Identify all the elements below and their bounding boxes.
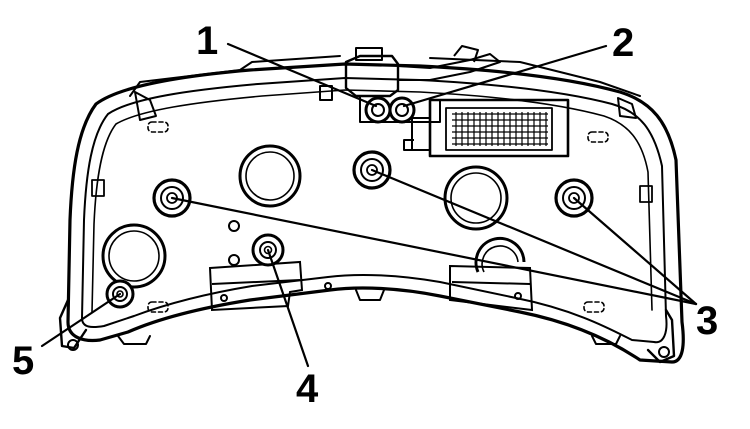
left-side-clip [91, 179, 105, 197]
lower-right-block [449, 264, 534, 312]
wiring-plug-latch [355, 47, 383, 61]
harness-strap [453, 45, 479, 63]
lower-left-block [208, 260, 304, 312]
lower-left-block-screw [220, 294, 228, 302]
bottom-center-tab [355, 289, 385, 301]
housing-left-clip [134, 91, 157, 121]
housing-top-small-clip [319, 85, 333, 101]
slot-mark-lower-right [583, 301, 605, 313]
right-side-clip [639, 185, 653, 203]
left-mount-hole [67, 339, 79, 351]
circuit-connector-tab [403, 139, 414, 151]
leader-line-3-right [572, 196, 698, 306]
housing-bezel-line [91, 89, 653, 313]
small-hole-b [228, 254, 240, 266]
circuit-connector-inner [445, 107, 553, 151]
circuit-connector-pins [452, 112, 548, 146]
small-hole-a [228, 220, 240, 232]
lower-right-block-screw [514, 292, 522, 300]
housing-inner-outline [81, 77, 668, 344]
top-bulb-sockets [364, 96, 416, 124]
callout-4: 4 [296, 367, 319, 411]
housing-top-rim [129, 55, 641, 97]
bottom-left-tab [117, 335, 151, 345]
right-mount-bracket [646, 308, 676, 364]
leader-line-4 [266, 248, 310, 368]
leader-line-3-center [370, 168, 698, 306]
slot-mark-lower-left [147, 301, 169, 313]
slot-mark-upper-right [587, 131, 609, 143]
callout-5: 5 [12, 339, 34, 383]
top-connector-assembly [344, 45, 570, 158]
lower-left-block-edge [211, 279, 301, 285]
small-hole-c [324, 282, 332, 290]
leader-line-5 [40, 292, 122, 348]
gauge-opening-lower-right [474, 236, 526, 273]
wiring-plug [344, 54, 400, 98]
leader-line-3-left [170, 196, 698, 306]
lower-housing-blocks [208, 220, 534, 312]
leader-line-2 [402, 44, 608, 108]
leader-line-1 [226, 42, 378, 108]
callout-2: 2 [612, 21, 634, 65]
housing-outer-outline [66, 62, 685, 364]
bulb-socket-2 [388, 96, 416, 124]
slot-mark-upper-left [147, 121, 169, 133]
gauge-opening-right [443, 165, 509, 231]
callout-labels: 1 2 3 4 5 [12, 19, 718, 411]
bulb-socket-1 [364, 96, 392, 124]
gauge-opening-left [101, 223, 167, 289]
housing-right-clip [617, 97, 637, 119]
lower-right-block-edge [451, 281, 531, 285]
cluster-housing [58, 55, 685, 364]
callout-1: 1 [196, 19, 218, 63]
leader-lines [40, 42, 698, 368]
gauge-openings [101, 144, 526, 289]
right-mount-hole [658, 346, 670, 358]
wiring-harness [397, 53, 501, 81]
gauge-opening-top-center [238, 144, 302, 208]
callout-3: 3 [696, 299, 718, 343]
bottom-right-tab [591, 335, 621, 345]
